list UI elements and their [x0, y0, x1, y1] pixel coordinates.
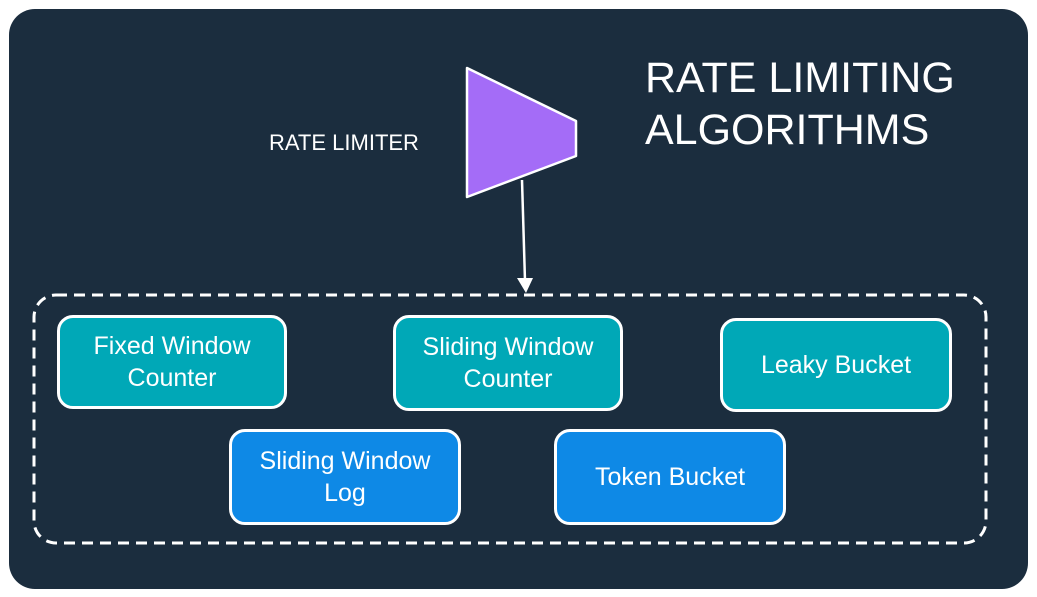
limiter-arrow-line — [520, 179, 527, 282]
algorithm-label-line-1: Sliding Window — [422, 333, 594, 361]
algorithm-label-line-2: Counter — [127, 364, 217, 392]
rate-limiter-label: RATE LIMITER — [269, 130, 419, 155]
title-line-1: RATE LIMITING — [645, 54, 955, 102]
algorithm-token-bucket: Token Bucket — [554, 429, 786, 525]
algorithm-label-line-2: Log — [324, 479, 366, 507]
limiter-arrow-head — [517, 278, 533, 293]
algorithms-group-border — [32, 293, 988, 545]
algorithm-leaky-bucket: Leaky Bucket — [720, 318, 952, 412]
algorithm-fixed-window-counter: Fixed Window Counter — [57, 315, 287, 409]
algorithm-label-line-1: Fixed Window — [93, 332, 251, 360]
algorithm-sliding-window-log: Sliding Window Log — [229, 429, 461, 525]
diagram-title: RATE LIMITING ALGORITHMS — [645, 52, 955, 156]
title-line-2: ALGORITHMS — [645, 106, 930, 154]
algorithm-label-line-2: Counter — [463, 365, 553, 393]
algorithm-label-line-1: Leaky Bucket — [760, 351, 912, 379]
algorithm-label-line-1: Sliding Window — [259, 447, 431, 475]
rate-limiter-shape — [465, 66, 578, 199]
algorithm-label-line-1: Token Bucket — [594, 463, 746, 491]
algorithm-sliding-window-counter: Sliding Window Counter — [393, 315, 623, 411]
